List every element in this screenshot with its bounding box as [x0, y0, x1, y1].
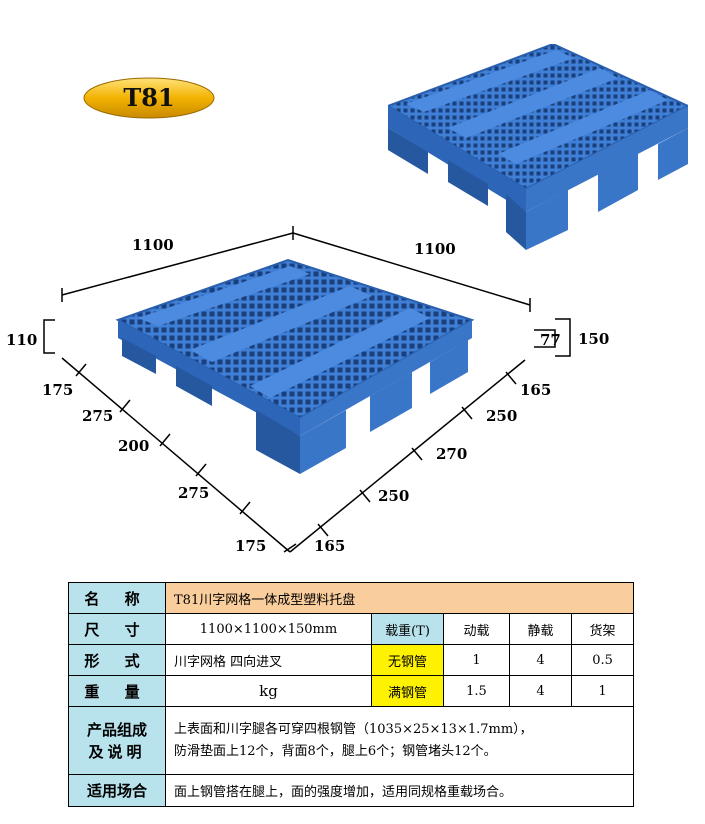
dim-right-4: 250	[378, 487, 410, 505]
dim-height-right-outer: 150	[578, 330, 610, 348]
table-row: 产品组成 及说明 上表面和川字腿各可穿四根钢管（1035×25×13×1.7mm…	[68, 706, 635, 775]
dim-left-1: 175	[42, 381, 74, 399]
dim-right-2: 250	[486, 407, 518, 425]
model-badge: T81	[82, 76, 216, 120]
use-value: 面上钢管搭在腿上，面的强度增加，适用同规格重载场合。	[164, 774, 635, 807]
dim-left-5: 175	[235, 537, 267, 555]
dim-height-right-inner: 77	[540, 331, 561, 349]
desc-line-2: 防滑垫面上12个，背面8个，腿上6个；钢管堵头12个。	[174, 743, 497, 759]
form-label: 形 式	[68, 644, 166, 676]
table-row: 名 称 T81川字网格一体成型塑料托盘	[68, 582, 635, 614]
table-row: 形 式 川字网格 四向进叉 无钢管 1 4 0.5	[68, 644, 635, 676]
spec-table: 名 称 T81川字网格一体成型塑料托盘 尺 寸 1100×1100×150mm …	[68, 582, 635, 807]
dimension-diagram	[0, 222, 705, 571]
col-rack: 货架	[570, 613, 635, 645]
desc-label: 产品组成 及说明	[68, 706, 166, 775]
col-static: 静载	[509, 613, 572, 645]
load-header: 载重(T)	[371, 613, 444, 645]
name-value: T81川字网格一体成型塑料托盘	[164, 582, 635, 614]
weight-value: kg	[165, 675, 372, 707]
badge-oval-shape	[83, 77, 215, 119]
full-steel-label: 满钢管	[371, 675, 444, 707]
desc-label-line-1: 产品组成	[86, 720, 147, 739]
no-steel-label: 无钢管	[371, 644, 444, 676]
dim-left-2: 275	[82, 407, 114, 425]
desc-label-line-2: 及说明	[88, 742, 146, 761]
weight-label: 重 量	[68, 675, 166, 707]
size-value: 1100×1100×150mm	[165, 613, 372, 645]
table-row: 重 量 kg 满钢管 1.5 4 1	[68, 675, 635, 707]
use-label: 适用场合	[68, 774, 166, 807]
dim-left-4: 275	[178, 484, 210, 502]
desc-value: 上表面和川字腿各可穿四根钢管（1035×25×13×1.7mm）， 防滑垫面上1…	[164, 706, 635, 775]
full-steel-rack: 1	[570, 675, 635, 707]
size-label: 尺 寸	[68, 613, 166, 645]
full-steel-static: 4	[509, 675, 572, 707]
no-steel-dynamic: 1	[443, 644, 510, 676]
form-value: 川字网格 四向进叉	[165, 644, 372, 676]
table-row: 适用场合 面上钢管搭在腿上，面的强度增加，适用同规格重载场合。	[68, 774, 635, 807]
dim-top-right: 1100	[414, 240, 456, 258]
table-row: 尺 寸 1100×1100×150mm 载重(T) 动载 静载 货架	[68, 613, 635, 645]
desc-line-1: 上表面和川字腿各可穿四根钢管（1035×25×13×1.7mm），	[174, 721, 533, 737]
col-dynamic: 动载	[443, 613, 510, 645]
dim-right-5: 165	[314, 537, 346, 555]
dim-top-left: 1100	[132, 236, 174, 254]
name-label: 名 称	[68, 582, 166, 614]
dim-right-3: 270	[436, 445, 468, 463]
dim-right-1: 165	[520, 381, 552, 399]
dim-left-3: 200	[118, 437, 150, 455]
model-badge-text: T81	[123, 83, 175, 112]
dim-height-left: 110	[6, 331, 38, 349]
no-steel-rack: 0.5	[570, 644, 635, 676]
no-steel-static: 4	[509, 644, 572, 676]
pallet-photo	[385, 42, 691, 258]
full-steel-dynamic: 1.5	[443, 675, 510, 707]
